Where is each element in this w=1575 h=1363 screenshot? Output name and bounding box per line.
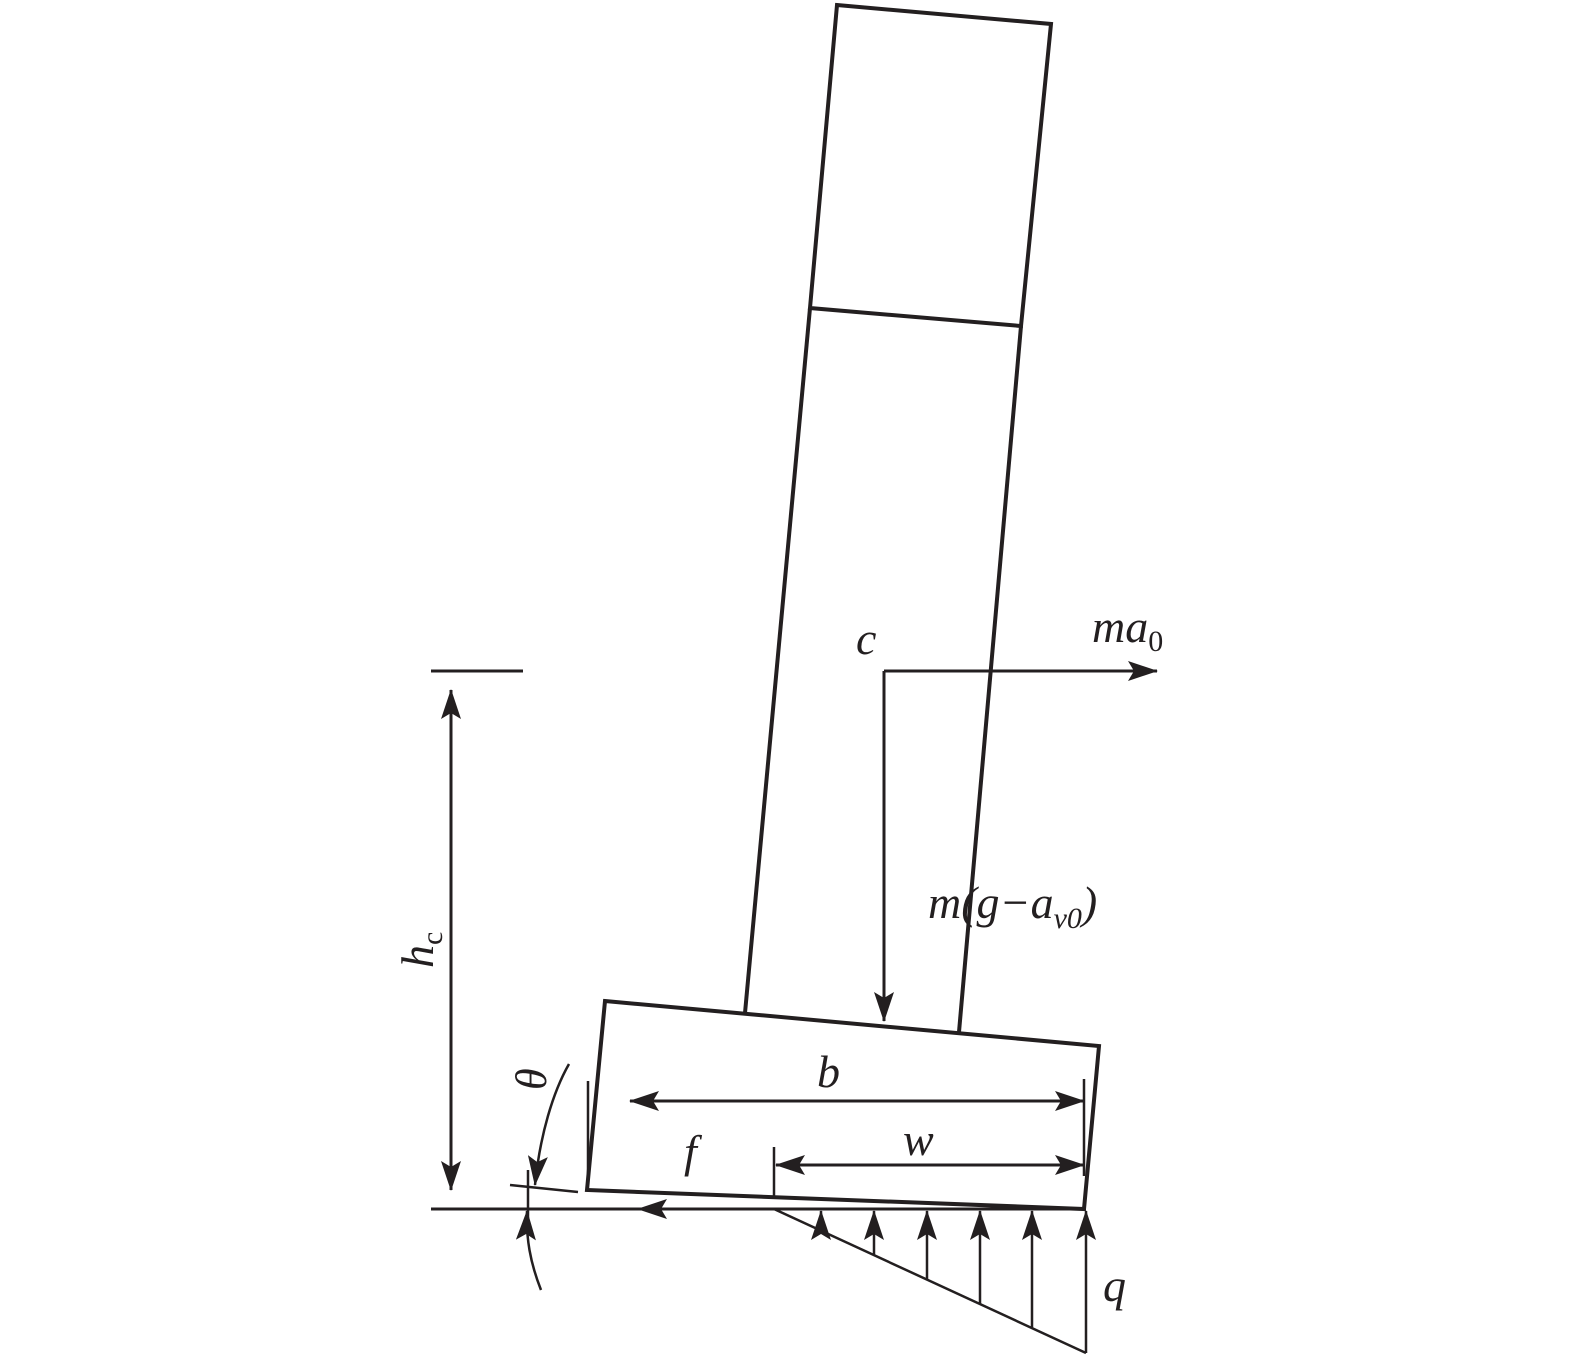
label-theta: θ (507, 1068, 556, 1090)
label-weight: m(g−av0) (928, 877, 1097, 935)
pressure-distribution (773, 1207, 1096, 1355)
height-dimension (431, 669, 523, 1191)
label-f: f (684, 1126, 703, 1177)
column-top-segment (807, 2, 1054, 329)
label-b: b (817, 1046, 840, 1097)
column-lower-right-edge (957, 325, 1023, 1033)
label-center-c: c (856, 613, 876, 664)
base-block (584, 998, 1102, 1212)
w-dimension (772, 1147, 1085, 1198)
column-lower-left-edge (743, 307, 812, 1014)
label-ma0: ma0 (1092, 601, 1163, 658)
label-hc: hc (392, 932, 449, 968)
tilt-angle (509, 1063, 579, 1291)
column (743, 2, 1054, 1033)
label-w: w (903, 1114, 934, 1165)
label-q: q (1103, 1260, 1126, 1311)
b-dimension (586, 1079, 1086, 1176)
